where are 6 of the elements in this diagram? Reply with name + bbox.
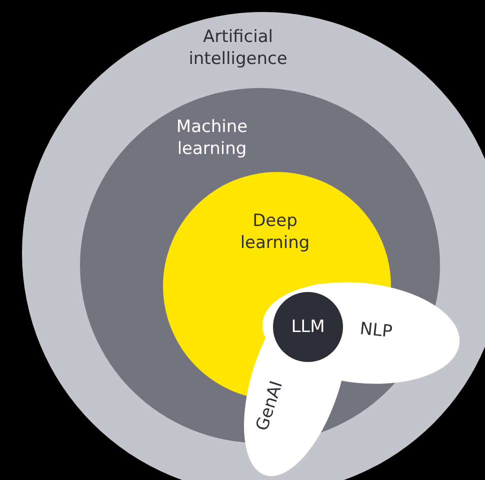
circle-label: Deep learning	[239, 210, 311, 254]
circle-label: NLP	[358, 318, 394, 345]
circle-label: Artificial intelligence	[188, 26, 288, 70]
circle-label: Machine learning	[175, 116, 249, 160]
circle-label: GenAI	[252, 378, 288, 436]
circle-label: LLM	[290, 316, 326, 338]
